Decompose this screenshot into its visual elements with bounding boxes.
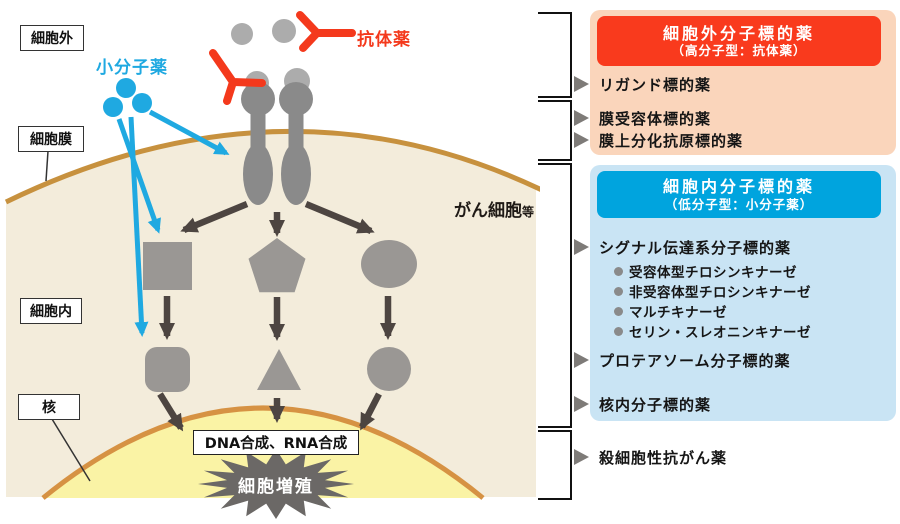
item-label: シグナル伝達系分子標的薬: [599, 238, 792, 257]
subitem-serine-threonine-kinase: セリン・スレオニンキナーゼ: [614, 322, 811, 341]
antibody-icon: [296, 11, 356, 52]
triangle-bullet-icon: [574, 396, 589, 412]
triangle-bullet-icon: [574, 76, 589, 92]
triangle-bullet-icon: [574, 449, 589, 465]
bracket-membrane: [538, 100, 572, 161]
triangle-bullet-icon: [574, 352, 589, 368]
dna-rna-synthesis-box: DNA合成、RNA合成: [193, 430, 359, 455]
cancer-cell-label: がん細胞等: [420, 196, 534, 221]
label-membrane: 細胞膜: [18, 126, 84, 152]
antibody-icons: [209, 11, 356, 105]
item-label: 核内分子標的薬: [599, 395, 712, 414]
intracellular-panel-title: 細胞内分子標的薬: [662, 177, 815, 197]
item-ligand-targeted: リガンド標的薬: [574, 74, 711, 94]
subitem-receptor-tyrosine-kinase: 受容体型チロシンキナーゼ: [614, 262, 797, 281]
triangle-bullet-icon: [574, 110, 589, 126]
subitem-label: セリン・スレオニンキナーゼ: [629, 325, 811, 341]
dot-bullet-icon: [614, 286, 623, 296]
item-proteasome-targeted: プロテアソーム分子標的薬: [574, 350, 791, 370]
receptor-left: [241, 71, 275, 205]
antibody-icon: [209, 49, 266, 105]
small-molecule-dots: [103, 78, 152, 117]
item-label: プロテアソーム分子標的薬: [599, 351, 791, 370]
signal-triangle: [257, 349, 301, 390]
membrane-pointer-line: [45, 150, 49, 182]
subitem-label: 受容体型チロシンキナーゼ: [629, 265, 797, 281]
proliferation-starburst: [198, 449, 354, 519]
cell-proliferation-label: 細胞増殖: [238, 477, 314, 497]
bracket-ligand: [538, 12, 572, 98]
item-signal-transduction-targeted: シグナル伝達系分子標的薬: [574, 237, 791, 257]
free-ligand: [231, 23, 253, 45]
item-label: リガンド標的薬: [599, 75, 712, 94]
triangle-bullet-icon: [574, 239, 589, 255]
subitem-label: 非受容体型チロシンキナーゼ: [629, 285, 811, 301]
label-nucleus: 核: [18, 394, 80, 420]
dot-bullet-icon: [614, 266, 623, 276]
cancer-cell-text: がん細胞: [453, 201, 522, 221]
signal-pentagon: [248, 238, 306, 293]
subitem-nonreceptor-tyrosine-kinase: 非受容体型チロシンキナーゼ: [614, 282, 811, 301]
cell-diagram: [4, 11, 540, 519]
nucleus-border: [41, 405, 485, 500]
cancer-cell-suffix: 等: [521, 205, 534, 219]
intracellular-panel-header: 細胞内分子標的薬 （低分子型：小分子薬）: [597, 171, 881, 218]
item-membrane-antigen-targeted: 膜上分化抗原標的薬: [574, 130, 743, 150]
label-extracellular: 細胞外: [20, 25, 84, 51]
drug-classification-panel: 細胞外分子標的薬 （高分子型：抗体薬） 細胞内分子標的薬 （低分子型：小分子薬）…: [538, 0, 900, 524]
item-label: 膜上分化抗原標的薬: [599, 131, 744, 150]
cell-membrane: [4, 128, 540, 205]
bracket-intracellular: [538, 163, 572, 428]
extracellular-panel-subtitle: （高分子型：抗体薬）: [671, 43, 807, 59]
intracellular-panel-subtitle: （低分子型：小分子薬）: [664, 196, 814, 212]
subitem-multi-kinase: マルチキナーゼ: [614, 302, 727, 321]
antibody-drug-label: 抗体薬: [357, 30, 411, 50]
signal-rounded-square: [145, 347, 190, 392]
label-intracellular: 細胞内: [20, 298, 82, 324]
free-ligand: [272, 19, 296, 43]
small-molecule-drug-label: 小分子薬: [96, 58, 168, 78]
signal-ellipse: [361, 240, 417, 288]
subitem-label: マルチキナーゼ: [629, 305, 727, 321]
signal-circle: [367, 347, 411, 391]
bracket-cytotoxic: [538, 430, 572, 500]
extracellular-panel-title: 細胞外分子標的薬: [662, 23, 815, 43]
item-label: 膜受容体標的薬: [599, 109, 712, 128]
dot-bullet-icon: [614, 326, 623, 336]
extracellular-panel-header: 細胞外分子標的薬 （高分子型：抗体薬）: [597, 16, 881, 66]
small-molecule-arrows: [116, 109, 230, 337]
signal-arrows: [157, 200, 396, 432]
item-label: 殺細胞性抗がん薬: [599, 448, 728, 467]
nucleus-pointer-line: [51, 418, 91, 482]
item-cytotoxic-anticancer: 殺細胞性抗がん薬: [574, 447, 727, 467]
triangle-bullet-icon: [574, 132, 589, 148]
receptor-right: [279, 68, 313, 205]
item-membrane-receptor-targeted: 膜受容体標的薬: [574, 108, 711, 128]
signal-square: [143, 242, 192, 290]
item-nuclear-targeted: 核内分子標的薬: [574, 394, 711, 414]
dot-bullet-icon: [614, 306, 623, 316]
